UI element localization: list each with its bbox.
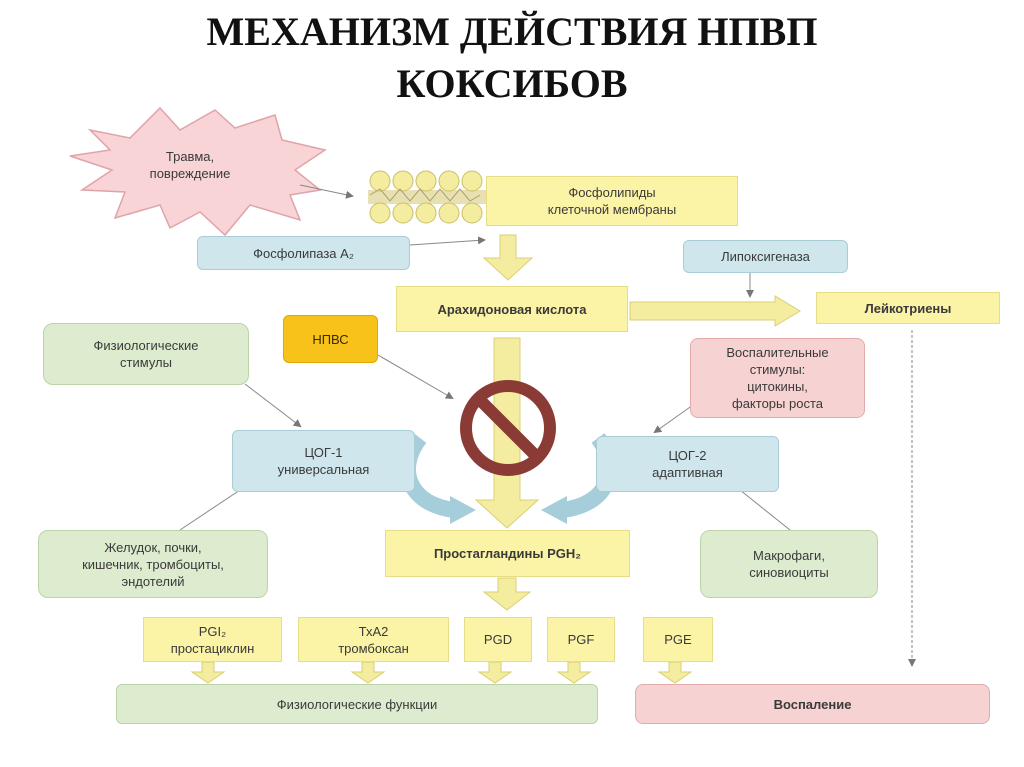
lipoxygenase-box: Липоксигеназа (683, 240, 848, 273)
arrow-to-arachidonic (482, 234, 534, 281)
page-subtitle: КОКСИБОВ (396, 61, 628, 106)
membrane-bilayer-icon (368, 170, 486, 224)
arrow-txa2 (350, 661, 386, 684)
arrow-pgf (556, 661, 592, 684)
pgf-box: PGF (547, 617, 615, 662)
txa2-box: ТхА2 тромбоксан (298, 617, 449, 662)
prohibit-icon (460, 380, 556, 476)
cox2-box: ЦОГ-2 адаптивная (596, 436, 779, 492)
trauma-star-shape (69, 106, 327, 237)
page-title: МЕХАНИЗМ ДЕЙСТВИЯ НПВП (206, 9, 818, 54)
phospholipids-box: Фосфолипиды клеточной мембраны (486, 176, 738, 226)
cox1-curved-arrow (399, 433, 457, 518)
physiological-functions-box: Физиологические функции (116, 684, 598, 724)
cox1-box: ЦОГ-1 универсальная (232, 430, 415, 492)
arrow-pge (657, 661, 693, 684)
arrow-pgd (477, 661, 513, 684)
phospholipase-box: Фосфолипаза А₂ (197, 236, 410, 270)
organs-box: Желудок, почки, кишечник, тромбоциты, эн… (38, 530, 268, 598)
pgd-box: PGD (464, 617, 532, 662)
inflammatory-stimuli-box: Воспалительные стимулы: цитокины, фактор… (690, 338, 865, 418)
macrophages-box: Макрофаги, синовиоциты (700, 530, 878, 598)
prostaglandins-box: Простагландины PGH₂ (385, 530, 630, 577)
arrow-pgi2 (190, 661, 226, 684)
arrow-to-leukotrienes (629, 295, 801, 327)
physiological-stimuli-box: Физиологические стимулы (43, 323, 249, 385)
nsaid-box: НПВС (283, 315, 378, 363)
trauma-label: Травма, повреждение (149, 149, 231, 181)
arrow-to-pg-products (482, 577, 532, 611)
leukotrienes-box: Лейкотриены (816, 292, 1000, 324)
arachidonic-acid-box: Арахидоновая кислота (396, 286, 628, 332)
pge-box: PGE (643, 617, 713, 662)
inflammation-box: Воспаление (635, 684, 990, 724)
pgi2-box: PGI₂ простациклин (143, 617, 282, 662)
